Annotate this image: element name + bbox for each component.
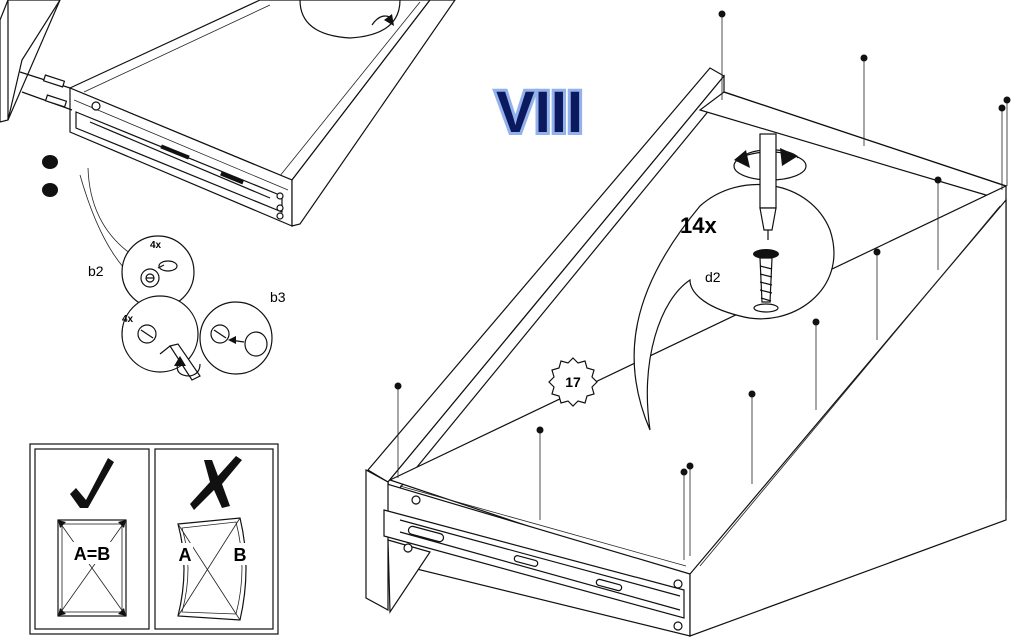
cam-lock-icon [210, 324, 230, 344]
b3-label: b3 [270, 289, 286, 305]
part-number-badge: 17 [548, 357, 598, 407]
b2-label: b2 [88, 263, 104, 279]
b2-quantity: 4x [150, 240, 162, 251]
rotation-arrow-icon [174, 356, 201, 377]
detail-b2: 4x b2 [88, 235, 195, 309]
correct-label: A=B [74, 544, 111, 564]
screw-icon [934, 176, 942, 270]
correct-example: A=B [57, 458, 127, 617]
d2-label: d2 [705, 269, 721, 285]
detail-b3-left: 4x [121, 295, 201, 381]
screwdriver-icon [759, 133, 777, 240]
screw-icon [394, 382, 402, 478]
cam-lock-icon [137, 324, 157, 344]
screw-icon [753, 249, 779, 313]
screw-icon [873, 248, 881, 340]
screwdriver-icon [159, 343, 201, 381]
screw-icon [860, 54, 868, 146]
b3-quantity: 4x [122, 314, 134, 325]
wrong-label-b: B [234, 545, 247, 565]
detail-b3-right: b3 [199, 289, 286, 375]
square-check-panel: A=B A B [29, 443, 279, 635]
screw-icon [998, 104, 1006, 190]
screw-icon [686, 462, 694, 556]
screw-icon [536, 426, 544, 520]
screw-icon [1003, 96, 1011, 186]
drawer-body [365, 67, 1008, 637]
screw-icon [718, 10, 726, 100]
cross-icon [190, 456, 242, 510]
detail-d2: 14x d2 [633, 133, 835, 431]
check-icon [70, 458, 114, 508]
screw-icon [812, 318, 820, 410]
d2-quantity: 14x [680, 213, 717, 238]
screw-icon [748, 390, 756, 484]
wrong-label-a: A [179, 545, 192, 565]
cam-lock-icon [140, 260, 178, 288]
step-number: VIII VIII [493, 77, 586, 148]
wrong-example: A B [177, 456, 248, 621]
step-number-text: VIII [496, 80, 583, 145]
screw-markers [394, 10, 1011, 560]
drawer-side-assembly [0, 0, 456, 227]
part-number-text: 17 [565, 374, 581, 390]
screw-icon [680, 468, 688, 560]
step-number-glow: VIII [496, 80, 583, 145]
